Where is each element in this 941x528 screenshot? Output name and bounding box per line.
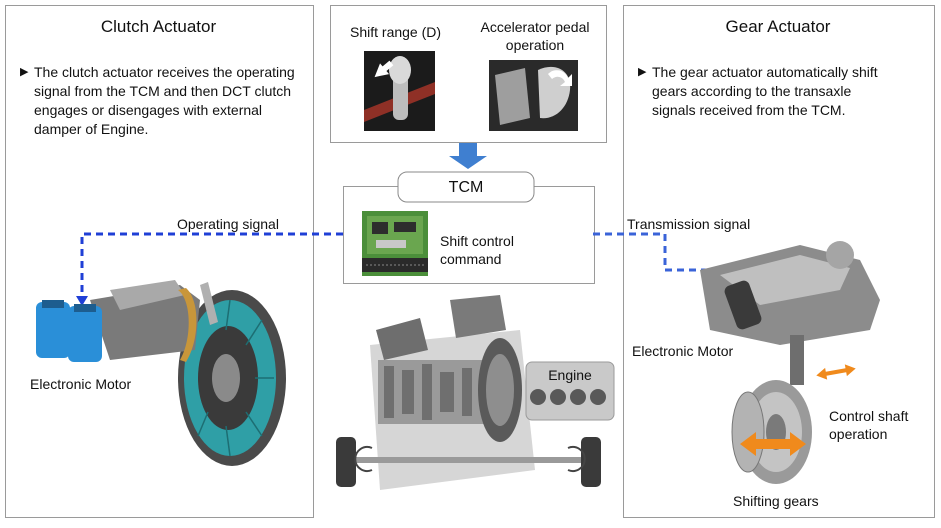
bullet-triangle-icon: ▶ <box>20 66 29 78</box>
shift-range-label: Shift range (D) <box>350 24 442 40</box>
control-shaft-label: Control shaft operation <box>829 408 909 442</box>
clutch-actuator-title: Clutch Actuator <box>100 17 217 36</box>
clutch-actuator-image <box>36 280 286 466</box>
shift-control-command-label: Shift control command <box>440 233 514 267</box>
shifting-gears-arrow-icon <box>740 432 806 456</box>
shift-lever-image <box>364 51 435 131</box>
operating-signal-line <box>80 232 343 298</box>
clutch-motor-label: Electronic Motor <box>30 376 132 392</box>
flow-arrow-down-icon <box>449 143 487 169</box>
bullet-triangle-icon: ▶ <box>638 66 647 78</box>
tcm-title: TCM <box>448 179 484 196</box>
shifting-gears-label: Shifting gears <box>733 493 819 509</box>
accelerator-label: Accelerator pedal operation <box>480 19 590 53</box>
gear-actuator-image <box>700 241 880 484</box>
tcm-circuit-board-image <box>362 211 428 276</box>
control-shaft-arrow-icon <box>816 364 856 380</box>
gear-motor-label: Electronic Motor <box>632 343 734 359</box>
engine-label: Engine <box>548 367 592 383</box>
operating-signal-arrowhead-icon <box>76 296 88 306</box>
tcm-title-box <box>397 171 535 203</box>
transmission-image <box>336 295 601 490</box>
transmission-signal-line <box>593 232 732 272</box>
gear-actuator-title: Gear Actuator <box>725 17 831 36</box>
accelerator-pedal-image <box>489 60 578 131</box>
gear-actuator-description: ▶ The gear actuator automatically shift … <box>638 64 878 118</box>
clutch-actuator-description: ▶ The clutch actuator receives the opera… <box>20 64 295 137</box>
transmission-signal-label: Transmission signal <box>627 216 751 232</box>
engine-block <box>525 361 615 421</box>
operating-signal-label: Operating signal <box>177 216 279 232</box>
